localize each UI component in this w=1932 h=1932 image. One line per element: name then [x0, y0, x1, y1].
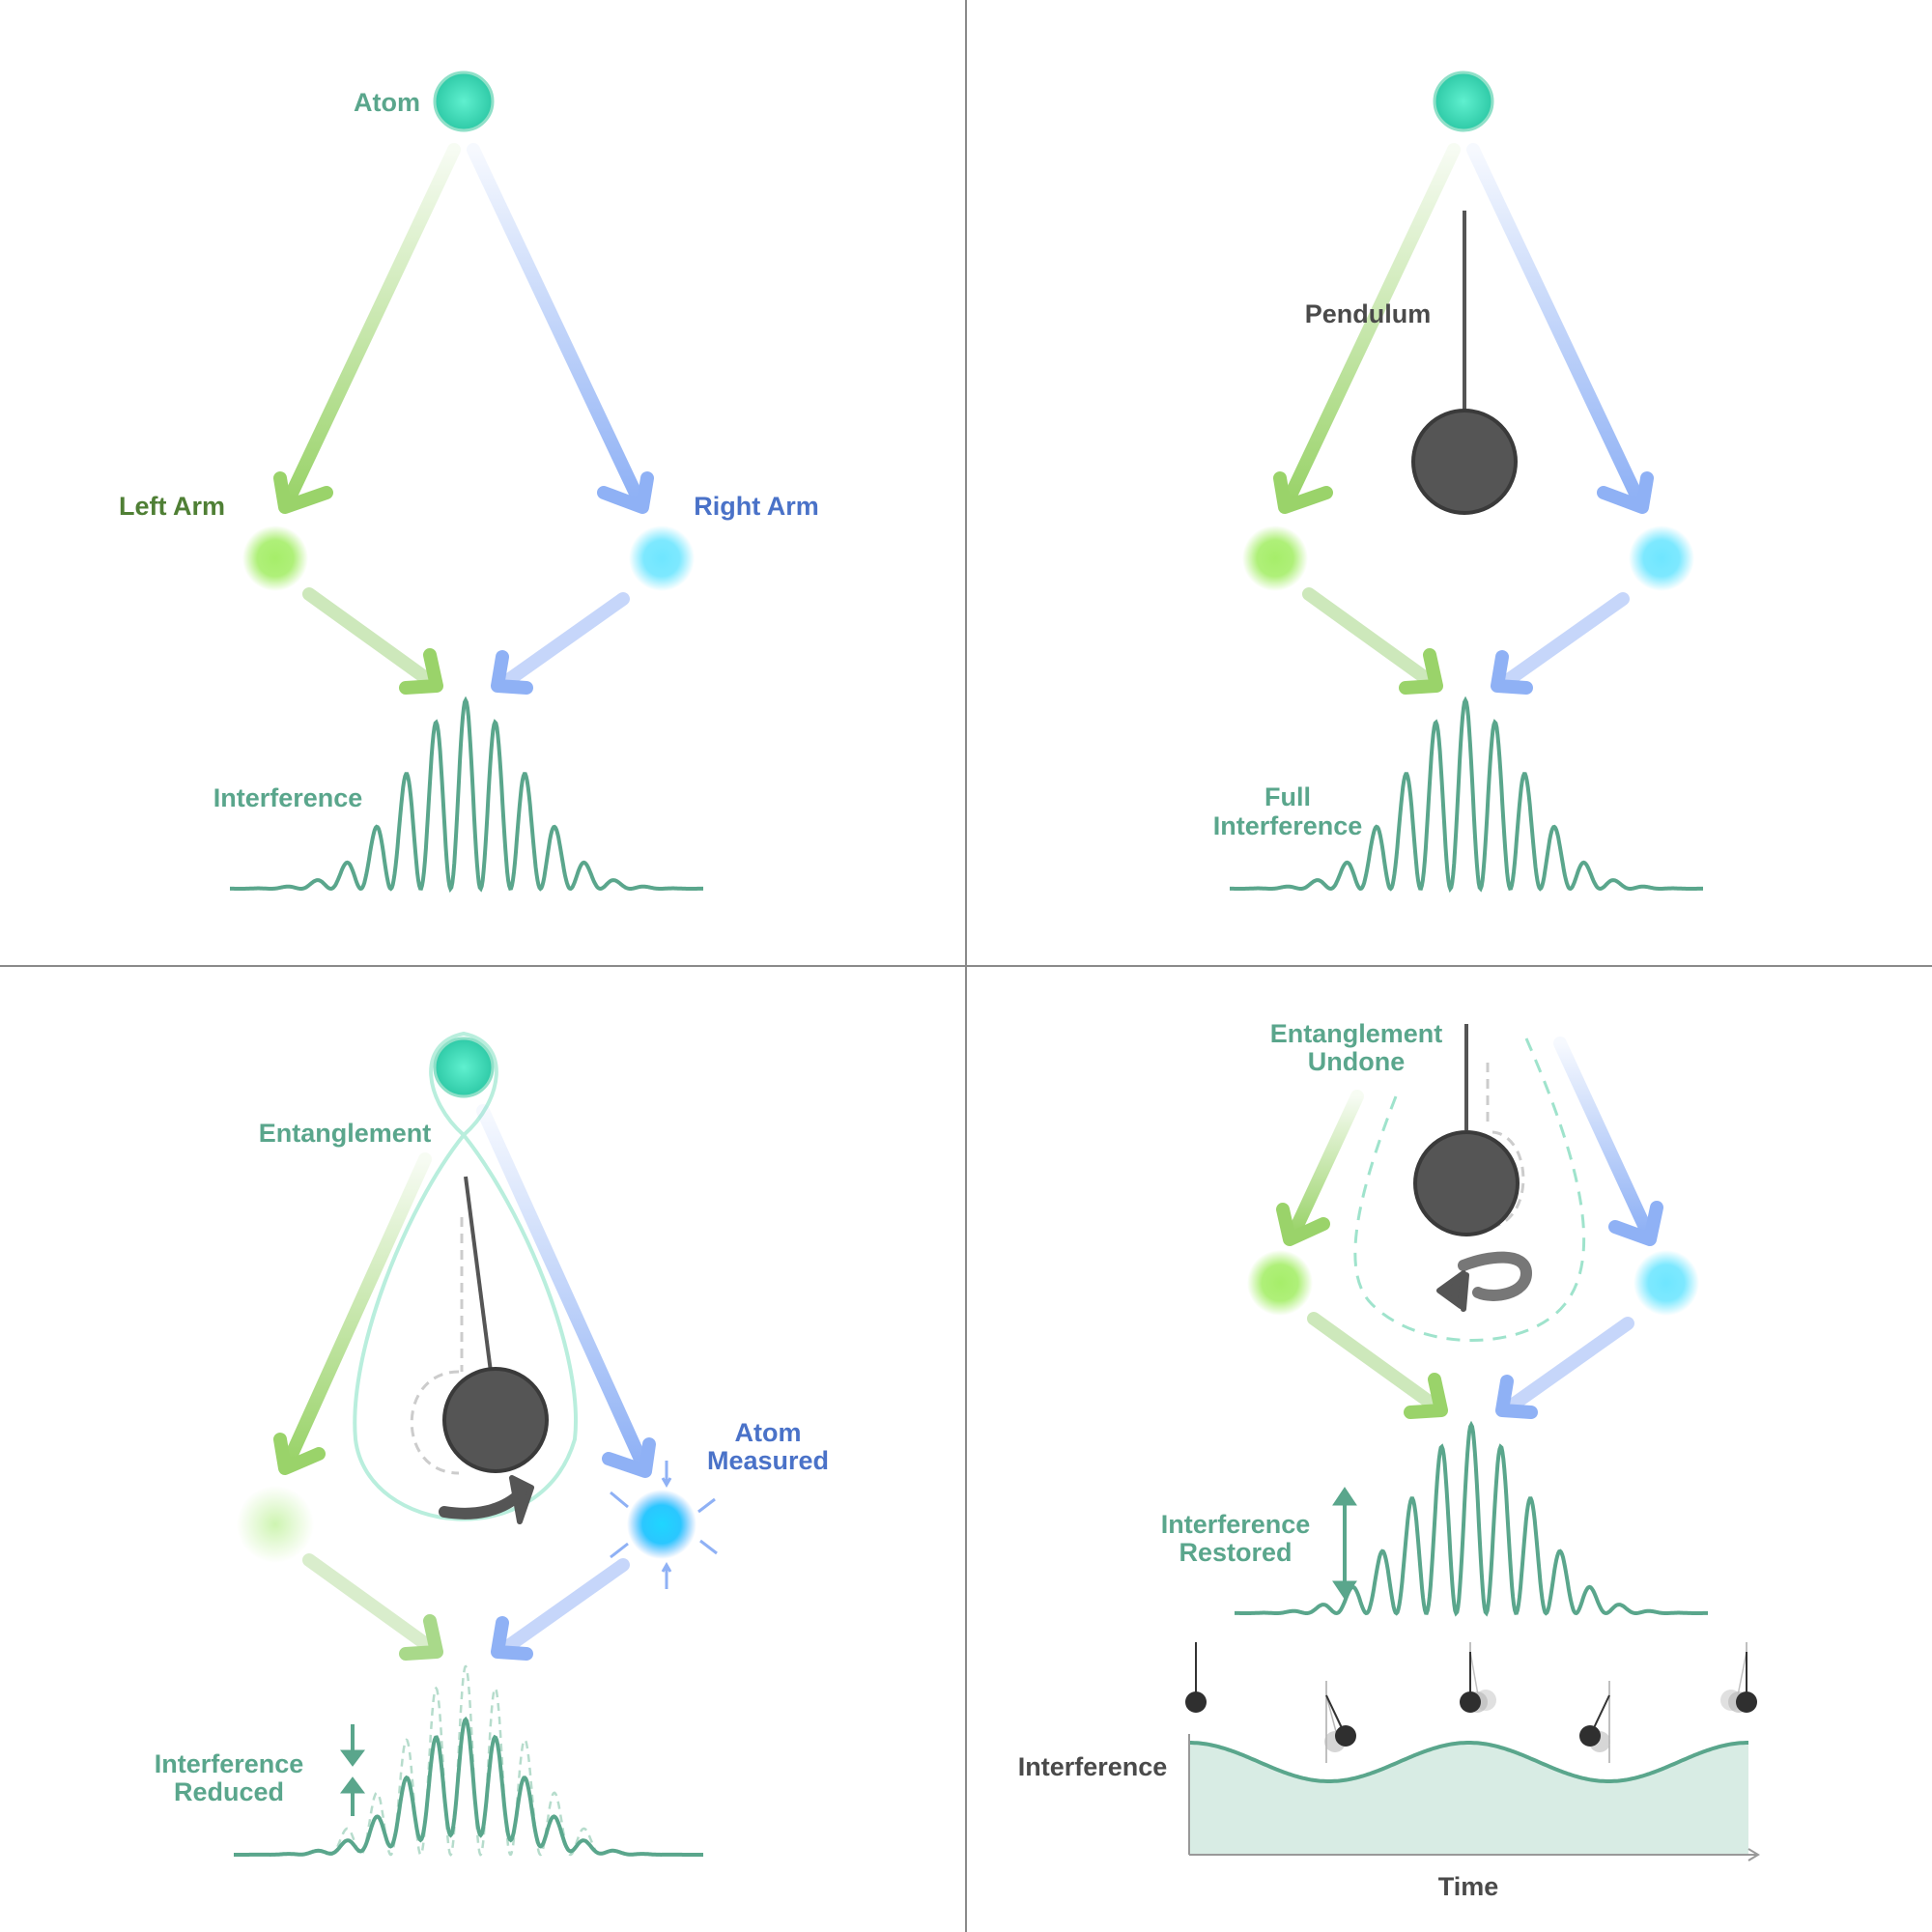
measured-atom-dot [627, 1490, 696, 1559]
mini-pendulum-3-icon [1460, 1642, 1496, 1713]
mini-pendulum-2-icon [1324, 1681, 1356, 1763]
right-merge-arrowhead [1491, 650, 1533, 695]
right-arm-path [1553, 1037, 1654, 1238]
right-merge-arrowhead [1495, 1375, 1538, 1419]
pendulum-string [464, 1176, 493, 1373]
mini-pendulum-4-icon [1579, 1681, 1610, 1763]
left-arm-label: Left Arm [119, 492, 225, 521]
right-arm-dot [629, 526, 695, 591]
left-merge-arrow [1307, 1312, 1441, 1412]
left-arm-path [283, 143, 461, 504]
right-merge-arrow [500, 592, 630, 688]
left-arm-dot [1242, 526, 1308, 591]
plot-y-label: Interference [1018, 1752, 1168, 1781]
left-merge-arrowhead [399, 648, 443, 695]
mini-pendulum-1-icon [1185, 1642, 1207, 1713]
left-arm-arrowhead [1276, 1203, 1330, 1246]
left-merge-arrowhead [1404, 1373, 1448, 1419]
reduced-arrows-icon [340, 1724, 365, 1816]
entanglement-loop [353, 1031, 578, 1521]
panel-top-right: Pendulum Full Interference [1213, 71, 1703, 894]
interference-reduced-label-line2: Reduced [174, 1777, 284, 1806]
right-arm-arrowhead [597, 471, 654, 514]
right-arm-path [476, 1104, 649, 1470]
entanglement-label: Entanglement [259, 1119, 432, 1148]
right-arm-path [467, 143, 644, 504]
left-arm-dot [242, 526, 308, 591]
original-interference-ghost-wave [327, 1664, 600, 1857]
interference-reduced-label-line1: Interference [155, 1749, 304, 1778]
right-arm-arrowhead [1597, 471, 1654, 514]
atom-label: Atom [354, 88, 420, 117]
atom-icon [433, 1037, 495, 1098]
left-merge-arrow [1302, 587, 1436, 688]
restored-arrows-icon [1332, 1487, 1357, 1600]
measurement-burst-icon [610, 1461, 718, 1589]
plot-area-fill [1189, 1743, 1748, 1855]
right-merge-arrow [500, 1558, 630, 1654]
interference-restored-label-line2: Restored [1179, 1538, 1292, 1567]
right-arm-label: Right Arm [694, 492, 819, 521]
pendulum-bob-icon [442, 1367, 549, 1473]
right-arm-path [1466, 143, 1644, 504]
plot-x-label: Time [1438, 1872, 1499, 1901]
panel-top-left: Atom Left Arm Right Arm Interference [119, 71, 819, 894]
full-interference-label-line1: Full [1264, 782, 1311, 811]
pendulum-label: Pendulum [1305, 299, 1432, 328]
atom-icon [433, 71, 495, 132]
left-merge-arrow [302, 1553, 437, 1654]
interference-restored-label-line1: Interference [1161, 1510, 1311, 1539]
reduced-interference-wave [234, 1716, 703, 1858]
left-arm-path [1283, 143, 1461, 504]
right-merge-arrow [1500, 592, 1630, 688]
pendulum-ghost-arc [410, 1370, 460, 1475]
left-arm-faint-dot [237, 1486, 314, 1563]
right-arm-dot [1634, 1250, 1699, 1316]
full-interference-label-line2: Interference [1213, 811, 1363, 840]
full-interference-wave [1230, 696, 1703, 894]
left-merge-arrow [302, 587, 437, 688]
plot-x-axis-arrowhead [1747, 1848, 1760, 1861]
pendulum-bob-icon [1411, 409, 1518, 515]
right-merge-arrowhead [491, 650, 533, 695]
right-merge-arrowhead [491, 1616, 533, 1661]
right-arm-arrowhead [1608, 1201, 1663, 1246]
panel-bottom-left: Entanglement Atom Measured [155, 1031, 829, 1858]
atom-icon [1433, 71, 1494, 132]
interference-time-plot: Interference Time [1018, 1642, 1760, 1901]
plot-interference-curve [1189, 1741, 1748, 1783]
left-arm-dot [1247, 1250, 1313, 1316]
right-arm-dot [1629, 526, 1694, 591]
left-arm-arrowhead [1273, 471, 1333, 514]
reverse-arrow-icon [1458, 1251, 1533, 1301]
right-merge-arrow [1505, 1317, 1634, 1412]
left-arm-arrowhead [273, 1433, 326, 1475]
entanglement-undone-label-line1: Entanglement [1270, 1019, 1443, 1048]
left-arm-path [283, 1152, 432, 1465]
atom-measured-label-line1: Atom [735, 1418, 802, 1447]
left-merge-arrowhead [399, 1614, 443, 1661]
interference-wave [230, 696, 703, 894]
pendulum-ghost-trail [1486, 1063, 1525, 1229]
interference-label: Interference [213, 783, 363, 812]
restored-interference-wave [1235, 1420, 1708, 1617]
entanglement-undone-label-line2: Undone [1308, 1047, 1406, 1076]
dashed-undone-loop [1353, 1037, 1586, 1342]
left-merge-arrowhead [1399, 648, 1443, 695]
mini-pendulum-5-icon [1720, 1642, 1757, 1713]
atom-measured-label-line2: Measured [707, 1446, 829, 1475]
left-arm-path [1288, 1090, 1364, 1238]
right-arm-arrowhead [602, 1437, 656, 1478]
panel-bottom-right: Entanglement Undone Interference Restore… [1018, 1019, 1760, 1901]
reverse-arrowhead-icon [1436, 1270, 1469, 1312]
swing-arrowhead-icon [509, 1475, 534, 1524]
left-arm-arrowhead [273, 471, 333, 514]
pendulum-bob-icon [1413, 1130, 1520, 1236]
